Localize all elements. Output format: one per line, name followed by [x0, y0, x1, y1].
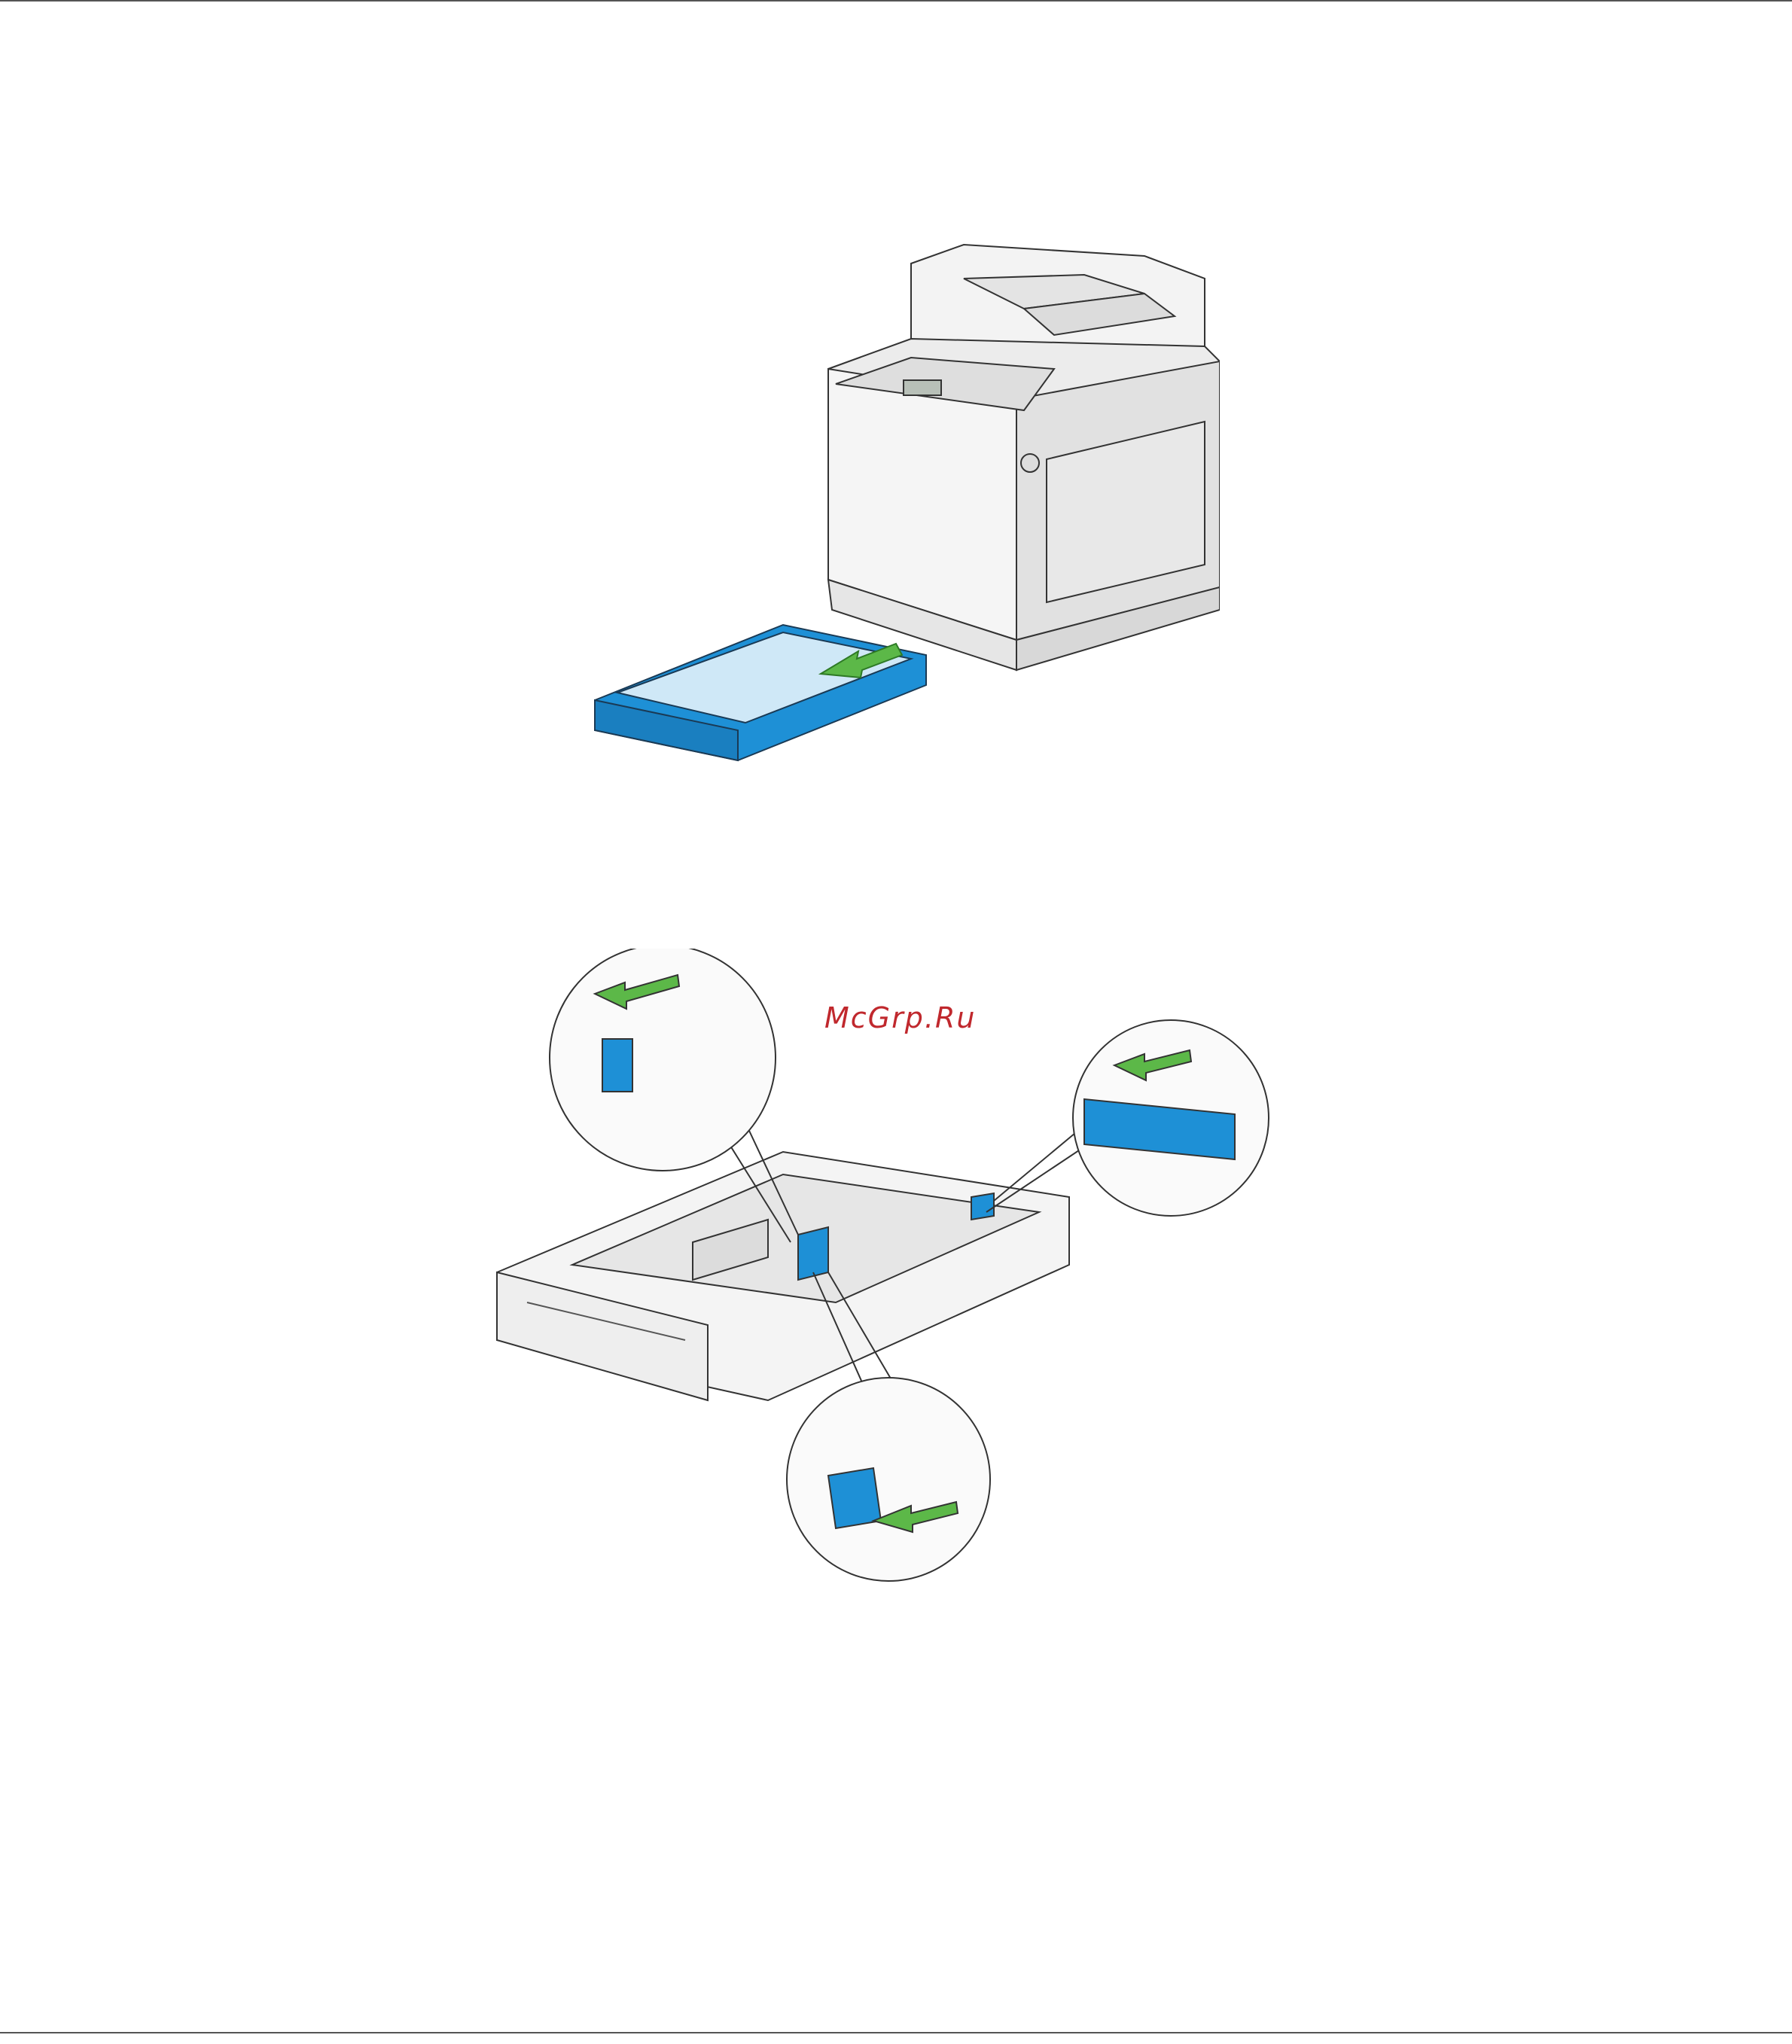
top-rule	[0, 0, 1792, 2]
watermark-text: McGrp.Ru	[824, 1001, 976, 1034]
paper-tray-icon	[497, 1152, 1069, 1400]
printer-icon	[828, 245, 1220, 670]
bottom-rule	[0, 2032, 1792, 2033]
inset-length-guide	[1073, 1020, 1269, 1216]
printer-illustration	[572, 233, 1220, 806]
inset-width-guide-bottom	[787, 1378, 990, 1581]
tray-guides-illustration	[482, 949, 1318, 1596]
paper-tray-pulled	[595, 625, 926, 760]
inset-width-guide-left	[550, 949, 776, 1171]
